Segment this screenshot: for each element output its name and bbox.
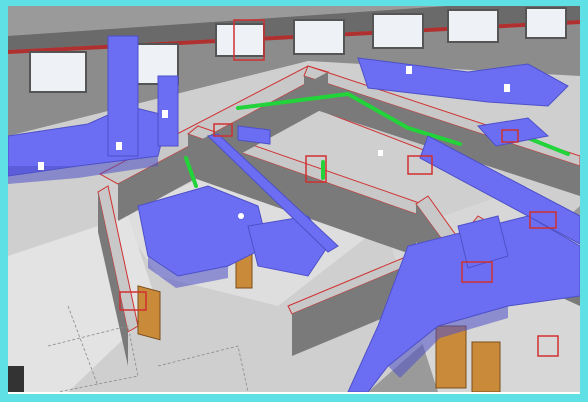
window-7 [525, 7, 567, 39]
window-6 [447, 9, 499, 43]
duct-small-2 [477, 117, 550, 147]
model-canvas[interactable] [8, 6, 580, 392]
window-5 [372, 13, 424, 49]
marker-5 [529, 211, 557, 229]
marker-1 [213, 123, 233, 137]
marker-7 [119, 291, 147, 311]
duct-riser-left [107, 35, 139, 157]
floor-linework [47, 305, 249, 392]
door-1 [137, 285, 161, 341]
marker-4 [501, 129, 519, 143]
marker-3 [407, 155, 433, 175]
fixture-point [238, 213, 244, 219]
equipment-markers [119, 19, 559, 357]
marker-6 [461, 261, 493, 283]
duct-lower-bend [457, 215, 509, 269]
ductwork [8, 35, 580, 392]
model-viewport[interactable] [8, 6, 580, 392]
duct-shading [8, 156, 508, 378]
marker-2 [305, 155, 327, 183]
duct-right-long [419, 135, 580, 245]
pipe-run-2 [184, 156, 198, 188]
window-4 [293, 19, 345, 55]
pipe-run-1 [236, 91, 462, 146]
duct-center-hub [137, 185, 269, 277]
marker-9 [537, 335, 559, 357]
window-3 [215, 23, 265, 57]
fixtures [38, 66, 510, 219]
corner-object [8, 366, 24, 392]
duct-small-1 [237, 125, 271, 145]
door-4 [471, 341, 501, 392]
window-1 [29, 51, 87, 93]
marker-8 [233, 19, 265, 61]
